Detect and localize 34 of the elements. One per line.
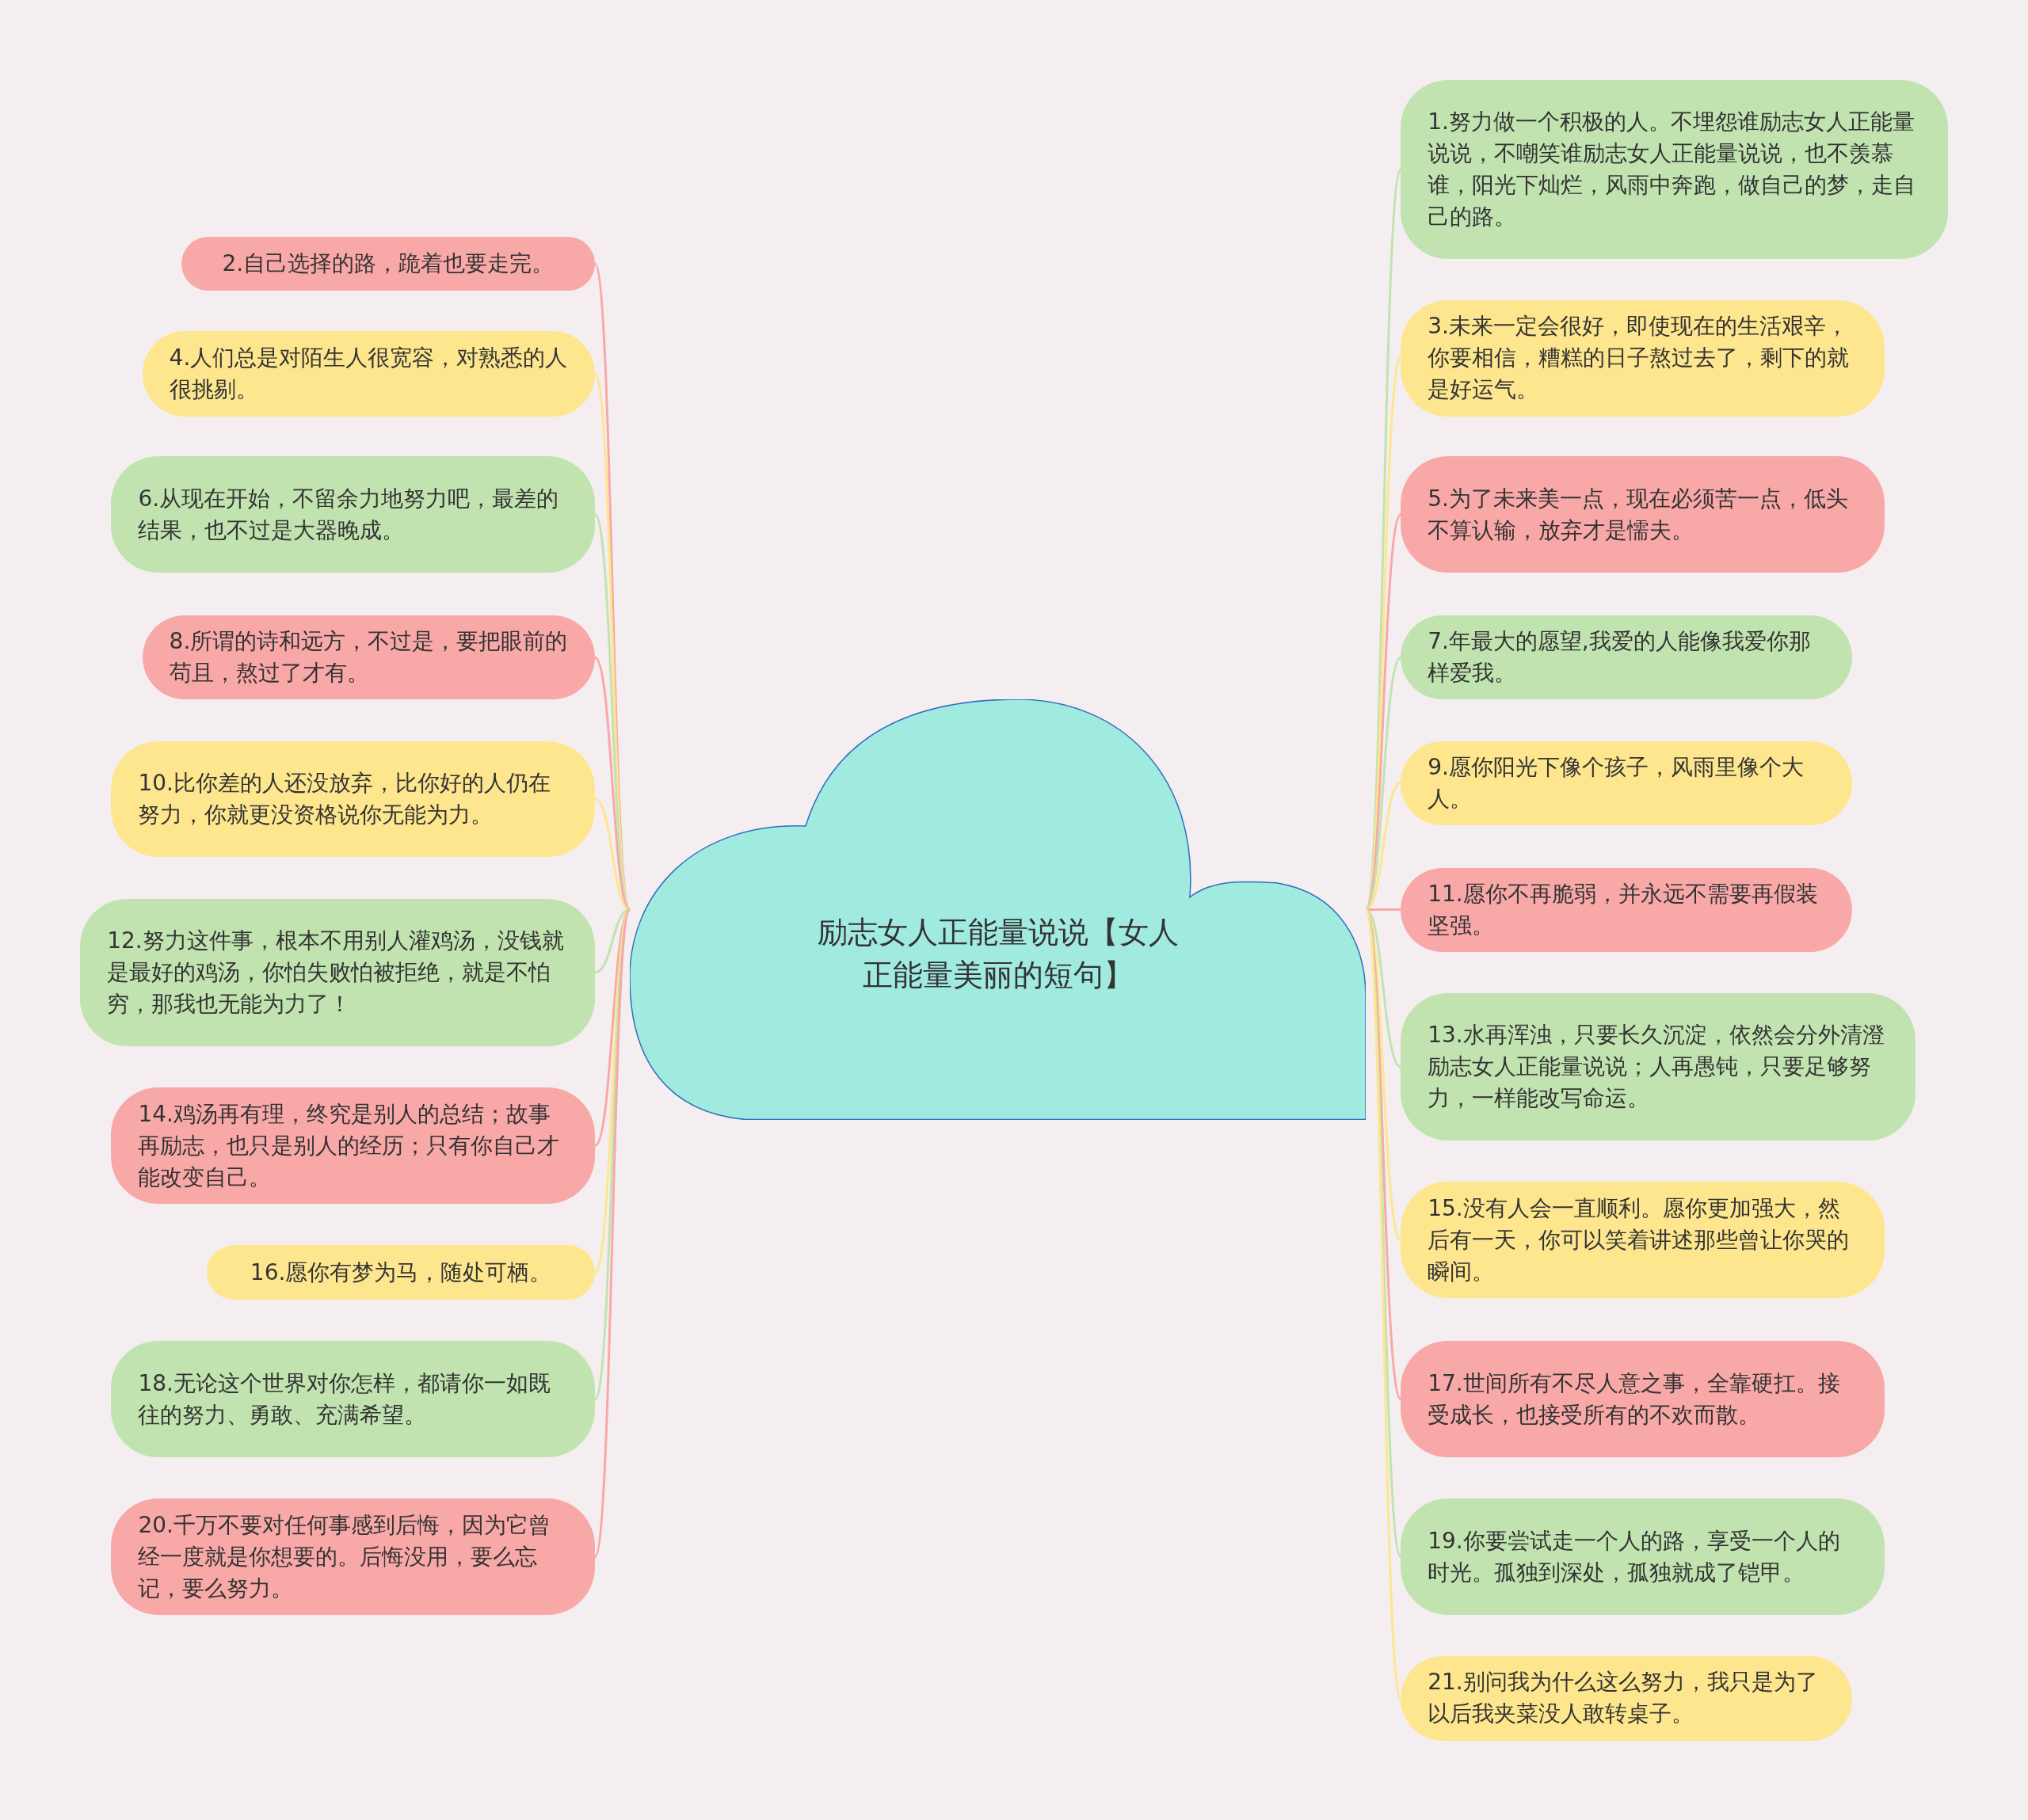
quote-text: 11.愿你不再脆弱，并永远不需要再假装坚强。 bbox=[1428, 879, 1819, 940]
quote-text: 19.你要尝试走一个人的路，享受一个人的时光。孤独到深处，孤独就成了铠甲。 bbox=[1428, 1526, 1841, 1587]
quote-text: 8.所谓的诗和远方，不过是，要把眼前的苟且，熬过了才有。 bbox=[169, 627, 568, 688]
quote-text: 17.世间所有不尽人意之事，全靠硬扛。接受成长，也接受所有的不欢而散。 bbox=[1428, 1369, 1841, 1430]
central-topic-cloud bbox=[630, 699, 1367, 1120]
quote-text: 18.无论这个世界对你怎样，都请你一如既往的努力、勇敢、充满希望。 bbox=[138, 1369, 551, 1430]
connector-line bbox=[594, 798, 631, 911]
quote-text: 15.没有人会一直顺利。愿你更加强大，然后有一天，你可以笑着讲述那些曾让你哭的瞬间。 bbox=[1428, 1194, 1851, 1286]
connector-line bbox=[1365, 782, 1401, 911]
connector-line bbox=[594, 908, 631, 974]
quote-text: 12.努力这件事，根本不用别人灌鸡汤，没钱就是最好的鸡汤，你怕失败怕被拒绝，就是不怕穷，那我也无能为力了！ bbox=[107, 926, 565, 1019]
quote-text: 21.别问我为什么这么努力，我只是为了以后我夹菜没人敢转桌子。 bbox=[1428, 1668, 1819, 1729]
connector-line bbox=[1366, 908, 1401, 912]
quote-text: 4.人们总是对陌生人很宽容，对熟悉的人很挑剔。 bbox=[169, 343, 568, 404]
connector-line bbox=[1364, 657, 1402, 911]
quote-text: 2.自己选择的路，跪着也要走完。 bbox=[222, 249, 555, 279]
quote-text: 16.愿你有梦为马，随处可栖。 bbox=[250, 1258, 552, 1287]
quote-text: 1.努力做一个积极的人。不埋怨谁励志女人正能量说说，不嘲笑谁励志女人正能量说说，也不羡慕谁，阳光下灿烂，风雨中奔跑，做自己的梦，走自己的路。 bbox=[1428, 107, 1917, 231]
quote-text: 5.为了未来美一点，现在必须苦一点，低头不算认输，放弃才是懦夫。 bbox=[1428, 484, 1849, 545]
quote-text: 13.水再浑浊，只要长久沉淀，依然会分外清澄励志女人正能量说说；人再愚钝，只要足够努力，一样能改写命运。 bbox=[1428, 1020, 1885, 1113]
connector-line bbox=[1364, 909, 1402, 1699]
quote-bubble bbox=[1401, 80, 1948, 259]
connector-line bbox=[593, 657, 631, 911]
quote-text: 9.愿你阳光下像个孩子，风雨里像个大人。 bbox=[1428, 752, 1805, 813]
quote-bubble bbox=[1401, 992, 1916, 1140]
quote-text: 7.年最大的愿望,我爱的人能像我爱你那样爱我。 bbox=[1428, 627, 1812, 688]
quote-text: 20.千万不要对任何事感到后悔，因为它曾经一度就是你想要的。后悔没用，要么忘记，要么努力。 bbox=[138, 1510, 551, 1603]
central-topic-text: 励志女人正能量说说【女人正能量美丽的短句】 bbox=[816, 913, 1180, 994]
quote-bubble bbox=[80, 898, 595, 1046]
quote-text: 10.比你差的人还没放弃，比你好的人仍在努力，你就更没资格说你无能为力。 bbox=[138, 768, 551, 829]
quote-text: 6.从现在开始，不留余力地努力吧，最差的结果，也不过是大器晚成。 bbox=[138, 484, 560, 545]
quote-text: 3.未来一定会很好，即使现在的生活艰辛，你要相信，糟糕的日子熬过去了，剩下的就是好运气。 bbox=[1428, 312, 1851, 405]
connector-line bbox=[1364, 908, 1402, 1241]
quote-text: 14.鸡汤再有理，终究是别人的总结；故事再励志，也只是别人的经历；只有你自己才能改变自己。 bbox=[138, 1099, 561, 1192]
